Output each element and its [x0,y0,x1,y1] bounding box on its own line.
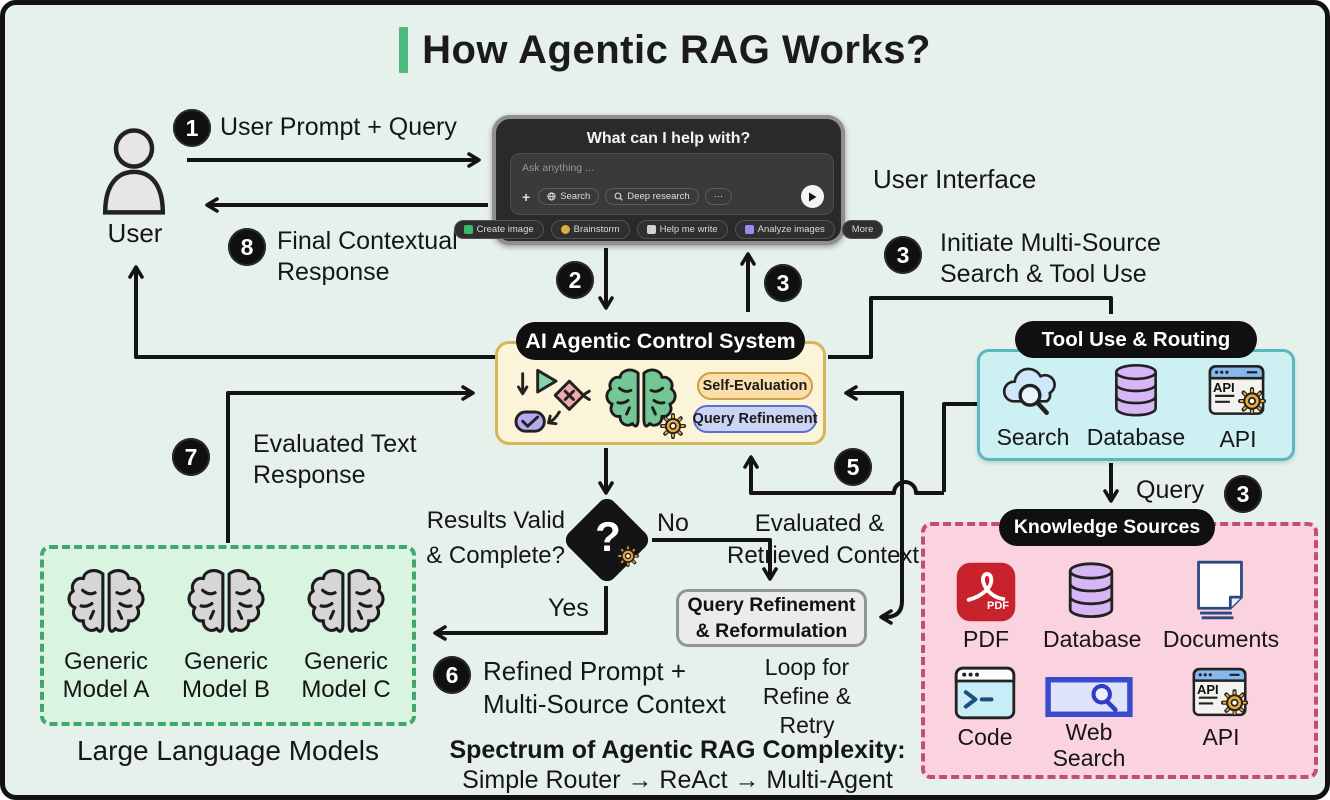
yes-label: Yes [548,594,589,622]
search-cloud-icon [1001,362,1065,418]
gear-icon [617,545,639,567]
badge-step-3-initiate: 3 [884,236,922,274]
tool-database-label: Database [1086,424,1186,450]
step1-label: User Prompt + Query [220,113,457,141]
knowledge-database-label: Database [1043,626,1142,652]
knowledge-web-search-label: Web Search [1052,719,1126,772]
send-icon [809,192,817,201]
chip-more[interactable]: More [841,220,884,239]
arrow-control-to-user [128,265,495,359]
api-icon-text: API [1197,682,1219,697]
badge-step-3-query: 3 [1224,475,1262,513]
spectrum-body: Simple Router → ReAct → Multi-Agent [462,766,893,794]
chat-ui-window: What can I help with? Ask anything ... +… [453,115,884,245]
user-icon [98,125,170,217]
knowledge-sources-title: Knowledge Sources [999,509,1215,546]
chip-help-me-write[interactable]: Help me write [636,220,728,239]
arrow-step5-return [743,455,944,495]
self-evaluation-pill: Self-Evaluation [697,372,813,400]
telescope-icon [614,192,624,201]
badge-step-1: 1 [173,109,211,147]
chat-heading: What can I help with? [586,130,751,147]
tool-search-label: Search [996,424,1070,450]
analyze-icon [744,225,754,234]
knowledge-code-label: Code [957,724,1013,750]
database-icon [1114,363,1158,417]
deep-research-button[interactable]: Deep research [605,188,699,205]
brain-icon [307,568,385,633]
page-title: How Agentic RAG Works? [5,27,1325,73]
brain-icon [67,568,145,633]
ellipsis-icon: ··· [713,191,724,202]
badge-step-2: 2 [556,261,594,299]
brain-icon [187,568,265,633]
badge-step-3-return: 3 [764,264,802,302]
evaluated-context-label: Evaluated &Retrieved Context [727,510,920,570]
chip-analyze-images[interactable]: Analyze images [734,220,835,239]
llm-caption: Large Language Models [76,735,379,766]
pdf-icon-text: PDF [987,600,1009,612]
image-icon [463,225,473,234]
bulb-icon [560,225,570,234]
question-mark: ? [595,513,621,560]
control-system-title: AI Agentic Control System [516,322,805,360]
arrow-into-qrr-right [879,391,904,625]
knowledge-api-label: API [1202,724,1240,750]
user-interface-label: User Interface [873,164,1037,194]
badge-step-6: 6 [433,656,471,694]
tool-api-label: API [1219,426,1257,452]
globe-icon [547,192,556,201]
chat-placeholder: Ask anything ... [522,162,594,174]
tool-use-routing-title: Tool Use & Routing [1015,321,1257,358]
wire-tools-left-down [942,402,979,492]
connector-wires [128,152,1119,641]
badge-step-8: 8 [228,228,266,266]
decision-label: Results Valid& Complete? [426,507,565,569]
pdf-icon [955,561,1017,623]
spectrum-title: Spectrum of Agentic RAG Complexity: [449,736,906,764]
arrow-step7 [226,385,475,543]
badge-step-7: 7 [172,438,210,476]
code-icon [954,666,1016,720]
query-refinement-pill: Query Refinement [693,405,817,433]
pencil-icon [646,225,656,234]
query-label: Query [1136,476,1205,504]
chip-create-image[interactable]: Create image [453,220,544,239]
no-label: No [657,509,689,537]
plus-icon[interactable]: + [522,188,531,205]
web-search-icon [1045,677,1133,717]
more-tools-button[interactable]: ··· [704,188,733,205]
search-tool-button[interactable]: Search [538,188,600,205]
wire-control-to-tools [828,296,1113,359]
gear-icon [660,413,686,439]
knowledge-documents-label: Documents [1162,626,1280,652]
knowledge-pdf-label: PDF [963,626,1009,652]
title-text: How Agentic RAG Works? [422,27,931,72]
title-accent-bar [399,27,409,73]
documents-icon [1197,560,1243,620]
api-icon-text: API [1213,380,1235,395]
step6-label: Refined Prompt +Multi-Source Context [483,656,726,719]
user-label: User [107,218,163,248]
send-button[interactable] [801,185,824,208]
mini-flowchart-icon [514,368,591,433]
query-refinement-reformulation-box: Query Refinement & Reformulation [676,589,867,647]
chat-input[interactable]: Ask anything ... + Search Deep research … [510,153,834,215]
chip-brainstorm[interactable]: Brainstorm [550,220,630,239]
badge-step-5: 5 [834,448,872,486]
arrow-no-to-qrr [652,538,778,581]
arrow-yes-to-llms [433,586,608,641]
database-icon [1068,562,1114,619]
